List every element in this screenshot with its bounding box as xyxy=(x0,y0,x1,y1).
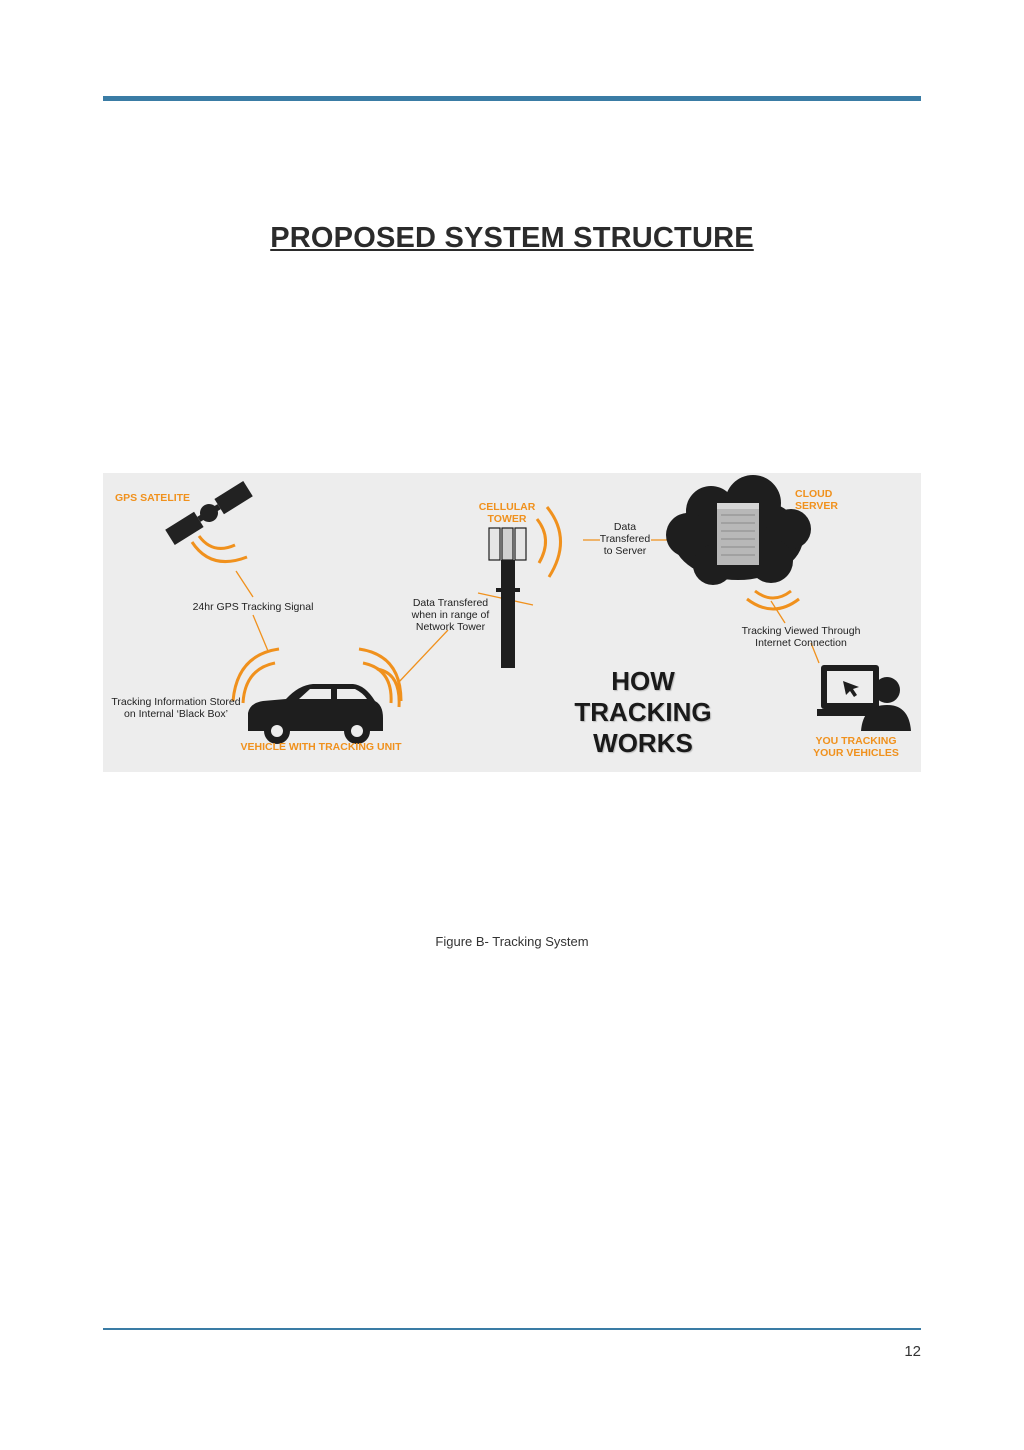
figure-caption: Figure B- Tracking System xyxy=(435,934,589,949)
how-tracking-works-heading: HOW TRACKING WORKS xyxy=(574,666,712,758)
laptop-user-icon xyxy=(817,665,911,731)
tracking-viewed-label: Tracking Viewed Through Internet Connect… xyxy=(741,625,861,649)
cell-tower-icon xyxy=(488,506,562,668)
cloud-server-icon xyxy=(666,475,811,611)
cloud-server-label: CLOUD SERVER xyxy=(795,488,838,512)
data-to-tower-label: Data Transfered when in range of Network… xyxy=(411,597,490,633)
page-number: 12 xyxy=(904,1343,921,1360)
connector-lines xyxy=(235,539,820,684)
you-tracking-label: YOU TRACKING YOUR VEHICLES xyxy=(813,735,899,759)
footer-rule xyxy=(103,1328,921,1330)
tracking-system-figure: GPS SATELITE CELLULAR TOWER CLOUD SERVER… xyxy=(103,473,921,772)
gps-satellite-label: GPS SATELITE xyxy=(115,492,191,504)
gps-signal-label: 24hr GPS Tracking Signal xyxy=(192,601,314,613)
black-box-label: Tracking Information Stored on Internal … xyxy=(111,696,241,720)
tracking-diagram xyxy=(165,475,911,744)
cellular-tower-label: CELLULAR TOWER xyxy=(478,501,536,525)
car-icon xyxy=(231,647,403,744)
data-to-server-label: Data Transfered to Server xyxy=(599,521,651,557)
header-rule xyxy=(103,96,921,101)
page-title: PROPOSED SYSTEM STRUCTURE xyxy=(270,222,754,254)
vehicle-label: VEHICLE WITH TRACKING UNIT xyxy=(240,741,402,753)
satellite-icon xyxy=(165,480,253,564)
